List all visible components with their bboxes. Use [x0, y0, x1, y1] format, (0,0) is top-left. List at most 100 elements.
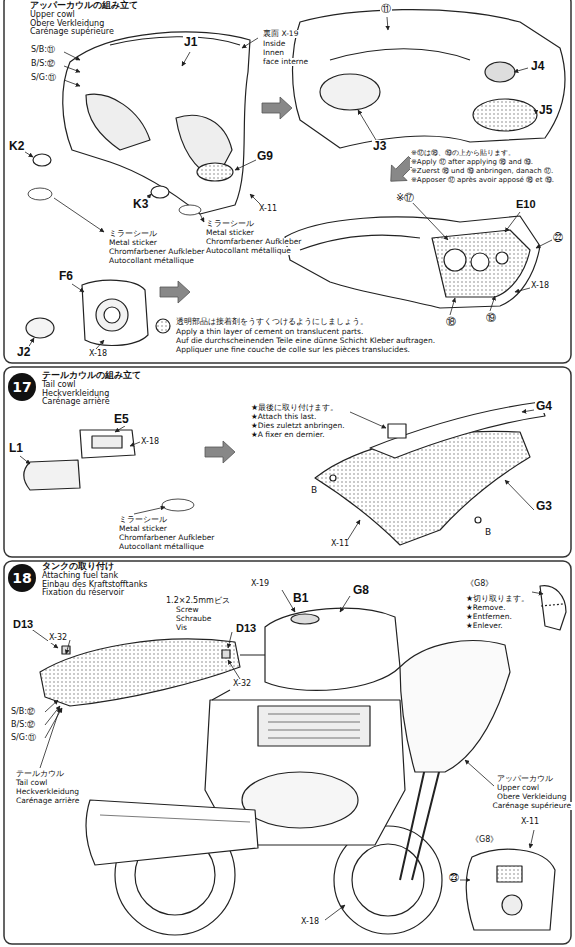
instruction-note: S/G:⑪	[30, 74, 57, 83]
part-number: J3	[372, 140, 387, 153]
instruction-note: Chromfarbener Aufkleber	[108, 248, 205, 256]
adhesive-code: X-11	[520, 818, 540, 827]
instruction-note: ミラーシール	[108, 230, 158, 238]
step-title: テールカウルの組み立て	[42, 371, 177, 381]
instruction-note: Carénage arrière	[15, 797, 80, 805]
instruction-note: Innen	[262, 49, 285, 57]
instruction-note: ★最後に取り付けます。	[250, 404, 339, 413]
part-number: E10	[515, 198, 537, 210]
step-number: 18	[8, 564, 36, 592]
instruction-note: B	[310, 486, 318, 496]
instruction-note: Autocollant métallique	[205, 247, 292, 255]
instruction-note: Inside	[262, 40, 286, 48]
step-circle-shape	[8, 564, 36, 592]
instruction-note: Apply a thin layer of cement on transluc…	[175, 328, 364, 336]
step-title: アッパーカウルの組み立て	[30, 1, 140, 11]
part-number: B1	[292, 592, 309, 605]
part-number: D13	[12, 618, 34, 630]
step-title-translation: Carénage arrière	[42, 398, 177, 407]
tail-lens	[24, 460, 80, 490]
instruction-note: Tail cowl	[15, 779, 48, 787]
step-number: 17	[8, 373, 36, 401]
part-number: J4	[530, 60, 545, 73]
instruction-note: ※⑰は⑱、⑲の上から貼ります。	[410, 150, 516, 158]
adhesive-code: X-18	[300, 918, 320, 927]
adhesive-code: X-32	[48, 634, 68, 643]
adhesive-code: X-18	[88, 350, 108, 359]
upper-cowl	[63, 32, 250, 214]
instruction-note: S/G:⑪	[10, 734, 37, 743]
part-number: J5	[538, 104, 553, 117]
step-title-translation: Upper cowl	[30, 11, 140, 20]
mirror-sticker	[162, 499, 194, 511]
part-number: F6	[58, 270, 74, 283]
instruction-note: Chromfarbener Aufkleber	[118, 534, 215, 542]
part-number: G4	[535, 400, 553, 413]
instruction-note: ★Remove.	[465, 604, 507, 612]
step-number-text: 18	[8, 564, 36, 592]
glue-icon	[156, 319, 170, 333]
step-title-translation: Carénage supérieure	[30, 28, 140, 37]
callout-number: ※⑰	[395, 192, 415, 203]
headlight-lens	[26, 318, 54, 338]
upper-cowl	[400, 641, 510, 772]
instruction-note: テールカウル	[15, 770, 65, 779]
instruction-note: ※Apposer ⑰ après avoir apposé ⑱ et ⑲.	[410, 177, 555, 185]
step-number-text: 17	[8, 373, 36, 401]
instruction-note: S/B:⑪	[30, 46, 56, 55]
part-number: K2	[8, 140, 25, 153]
step-header: テールカウルの組み立てTail cowlHeckverkleidungCarén…	[8, 371, 177, 407]
instruction-note: 《G8》	[465, 580, 494, 589]
tail-cowl	[40, 639, 240, 706]
tail-cowl	[315, 431, 530, 545]
part-number: G9	[256, 150, 274, 163]
instruction-note: Metal sticker	[205, 229, 255, 237]
instruction-note: ※Apply ⑰ after applying ⑱ and ⑲.	[410, 159, 534, 167]
instruction-note: B/S:⑫	[10, 721, 36, 730]
instruction-note: Autocollant métallique	[118, 543, 205, 551]
instruction-note: Auf die durchscheinenden Teile eine dünn…	[175, 337, 436, 345]
part-number: G3	[535, 500, 553, 513]
instruction-note: ★Attach this last.	[250, 413, 317, 421]
part-number: J2	[16, 346, 31, 359]
step-title-translation: Attaching fuel tank	[42, 572, 184, 581]
step-circle-shape	[8, 373, 36, 401]
step-title-translation: Einbau des Kraftstofftanks	[42, 581, 184, 590]
instruction-note: Metal sticker	[118, 525, 168, 533]
fuel-tank	[265, 608, 400, 690]
seat-cowl	[370, 402, 545, 458]
instruction-note: ★Enlever.	[465, 622, 504, 630]
tail-light-base	[80, 430, 135, 458]
step-header: タンクの取り付けAttaching fuel tankEinbau des Kr…	[8, 562, 184, 598]
instruction-note: ★Entfernen.	[465, 613, 513, 621]
part-number: K3	[132, 198, 149, 211]
instruction-note: 1.2×2.5mmビス	[165, 597, 231, 606]
step-title: タンクの取り付け	[42, 562, 184, 572]
adhesive-code: X-18	[140, 438, 160, 447]
callout-number: ⑪	[380, 3, 392, 14]
instruction-note: ミラーシール	[205, 220, 255, 228]
step-header: アッパーカウルの組み立てUpper cowlObere VerkleidungC…	[30, 1, 140, 37]
instruction-note: ★Dies zuletzt anbringen.	[250, 422, 346, 430]
step-title-translation: Obere Verkleidung	[30, 20, 140, 29]
upper-cowl-assembly	[285, 216, 540, 308]
callout-number: ⑱	[445, 316, 457, 327]
adhesive-code: X-18	[530, 282, 550, 291]
instruction-note: 《G8》	[470, 836, 499, 845]
part-number: E5	[113, 413, 130, 426]
step-frame	[4, 0, 571, 363]
instruction-note: B	[484, 528, 492, 538]
mirror-part	[151, 186, 169, 198]
instruction-note: ★A fixer en dernier.	[250, 431, 326, 439]
instruction-note: Chromfarbener Aufkleber	[205, 238, 302, 246]
screw	[222, 650, 230, 658]
instruction-note: Vis	[175, 624, 188, 632]
mirror-sticker	[179, 205, 201, 215]
mirror-part	[33, 154, 51, 166]
step-frame	[4, 561, 571, 944]
instruction-note: 透明部品は接着剤をうすくつけるようにしましょう。	[175, 318, 369, 327]
callout-number: ㉒	[552, 232, 564, 243]
upper-cowl-inside	[293, 10, 566, 148]
g8-detail	[540, 586, 566, 630]
